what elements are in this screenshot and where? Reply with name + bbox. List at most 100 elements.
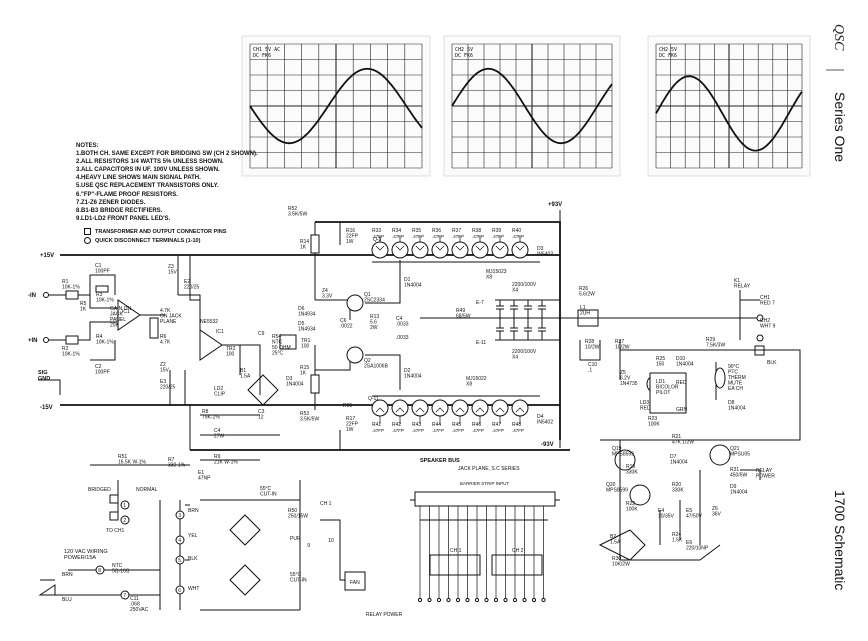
- driver-stage: [239, 222, 560, 450]
- emitter-resistor-label: R46: [472, 422, 481, 428]
- emitter-resistor-label: R33: [372, 228, 381, 234]
- emitter-resistor-label: R42: [392, 422, 401, 428]
- bridged-label: BRIDGED: [88, 487, 111, 493]
- speaker-bus-label: SPEAKER BUS: [420, 458, 460, 464]
- output-transistor-top: R40.47FP: [511, 228, 529, 259]
- normal-label: NORMAL: [136, 487, 158, 493]
- emitter-resistor-label: R41: [372, 422, 381, 428]
- emitter-resistor-value: .47FP: [372, 428, 384, 433]
- supply-capacitor: [510, 318, 518, 340]
- feedback-network: [90, 405, 280, 521]
- waveform-trace: [655, 75, 803, 152]
- in-pos-terminal: [43, 337, 49, 343]
- rail-neg-label: -93V: [541, 442, 554, 448]
- legend-square-text: TRANSFORMER AND OUTPUT CONNECTOR PINS: [95, 229, 227, 235]
- series-title: Series One: [832, 92, 848, 163]
- supply-capacitor: [538, 318, 546, 340]
- in-neg-label: -IN: [28, 293, 36, 299]
- ch2-jack-label: CH 2: [512, 548, 524, 554]
- emitter-resistor-value: .47FP: [432, 428, 444, 433]
- output-transistor-top: R35.47FP: [411, 228, 429, 259]
- output-transistor-top: R38.47FP: [471, 228, 489, 259]
- jack-pin: [474, 597, 480, 603]
- yel-label: YEL: [188, 533, 198, 539]
- legend-circle-row: QUICK DISCONNECT TERMINALS (1-10): [84, 237, 226, 246]
- input-stage: [38, 255, 240, 405]
- legend-block: TRANSFORMER AND OUTPUT CONNECTOR PINS QU…: [84, 228, 226, 246]
- rail-15v-pos-label: +15V: [40, 253, 54, 259]
- terminal-number: 4: [178, 538, 181, 544]
- emitter-resistor-value: .47FP: [492, 234, 504, 239]
- emitter-resistor-value: .47FP: [472, 428, 484, 433]
- grn-label: GRN: [676, 407, 688, 413]
- circle-terminal-icon: [84, 237, 91, 245]
- emitter-resistor-label: R44: [432, 422, 441, 428]
- output-transistor-bottom: R44.47FP: [431, 399, 449, 433]
- brn-wire-label: BRN: [62, 572, 73, 578]
- jack-pin: [455, 597, 461, 603]
- note-item: 5.USE QSC REPLACEMENT TRANSISTORS ONLY.: [76, 183, 219, 190]
- output-transistor-bottom: R43.47FP: [411, 399, 429, 433]
- rail-pos-label: +93V: [548, 202, 562, 208]
- emitter-resistor-value: .47FP: [392, 428, 404, 433]
- jack-pin: [427, 597, 432, 603]
- c10-label: C10.1: [588, 362, 597, 374]
- emitter-resistor-value: .47FP: [452, 428, 464, 433]
- output-transistor-bottom: R42.47FP: [391, 399, 409, 433]
- terminal-number: 2: [123, 518, 126, 524]
- terminal-number: 8: [98, 568, 101, 574]
- jack-pin: [503, 597, 508, 603]
- c5-label: .0033: [396, 335, 409, 341]
- note-item: 2.ALL RESISTORS 1/4 WATTS 5% UNLESS SHOW…: [76, 159, 224, 166]
- jack-pin: [522, 597, 527, 603]
- emitter-resistor-label: R34: [392, 228, 401, 234]
- emitter-resistor-label: R48: [512, 422, 521, 428]
- terminal-number: 1: [123, 503, 126, 509]
- svg-text:QSC: QSC: [831, 24, 846, 51]
- jack-pin: [446, 597, 451, 603]
- emitter-resistor-value: .47FP: [512, 234, 524, 239]
- emitter-resistor-label: R43: [412, 422, 421, 428]
- jack-pin: [493, 597, 499, 603]
- emitter-resistor-label: R47: [492, 422, 501, 428]
- emitter-resistor-label: R39: [492, 228, 501, 234]
- jack-plane-detail: [410, 491, 560, 603]
- emitter-resistor-label: R36: [432, 228, 441, 234]
- note-item: 3.ALL CAPACITORS IN UF. 100V UNLESS SHOW…: [76, 167, 220, 174]
- wht-label: WHT: [188, 586, 199, 592]
- supply-capacitor: [524, 318, 532, 340]
- jack-pin: [436, 597, 442, 603]
- red-label: RED: [676, 380, 687, 386]
- output-transistor-bottom: R41.47FP: [371, 399, 389, 433]
- relay-power2-label: RELAY POWER: [366, 612, 403, 618]
